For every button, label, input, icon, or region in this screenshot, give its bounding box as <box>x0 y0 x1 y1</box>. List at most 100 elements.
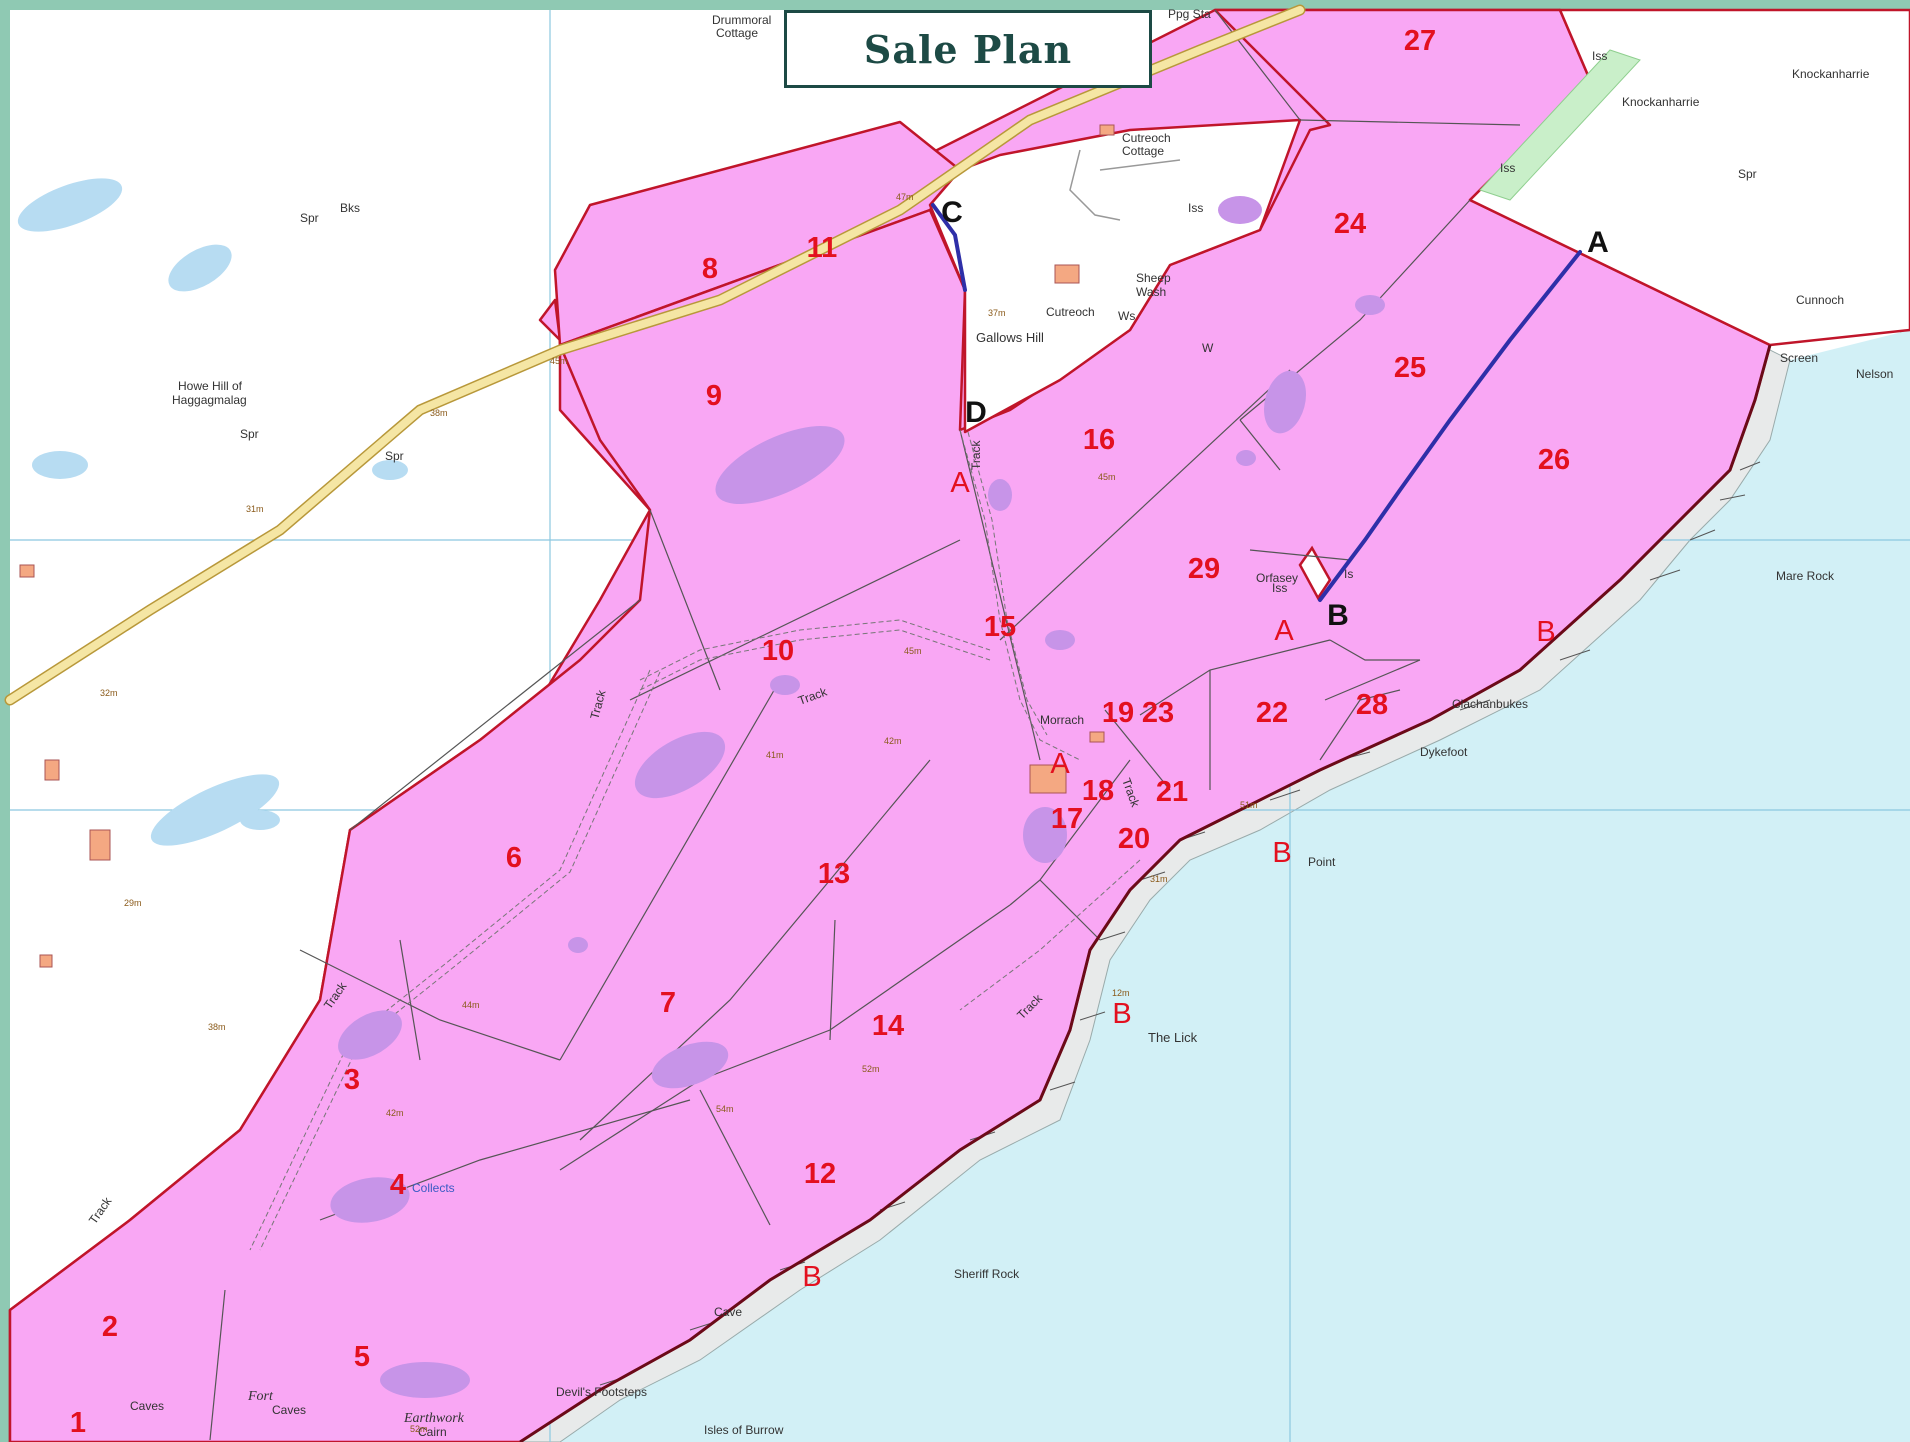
marker-c-black: C <box>941 196 963 229</box>
height-3: 45m <box>550 356 568 366</box>
place-howe-hill-1: Howe Hill of <box>178 379 243 393</box>
height-18: 31m <box>1150 874 1168 884</box>
lot-label-1: 1 <box>70 1407 86 1439</box>
place-caves-2: Caves <box>272 1403 306 1417</box>
height-1: 47m <box>896 192 914 202</box>
field-boundaries <box>209 9 1521 1441</box>
label-iss-3: Iss <box>1592 49 1607 63</box>
label-iss-2: Iss <box>1500 161 1515 175</box>
marker-a-red-3: A <box>1050 748 1070 780</box>
place-dykefoot: Dykefoot <box>1420 745 1468 759</box>
marker-a-black: A <box>1587 226 1609 259</box>
lot-label-26: 26 <box>1538 444 1570 476</box>
height-9: 41m <box>766 750 784 760</box>
lot-label-29: 29 <box>1188 553 1220 585</box>
lot-label-4: 4 <box>390 1169 406 1201</box>
minor-road <box>1069 149 1181 221</box>
lot-label-9: 9 <box>706 380 722 412</box>
small-labels: Spr Spr Spr Spr Bks Iss Iss Iss Iss W Ws… <box>240 49 1757 595</box>
water-bodies <box>17 178 1195 846</box>
lot-label-21: 21 <box>1156 776 1188 808</box>
place-screen: Screen <box>1780 351 1818 365</box>
lot-label-20: 20 <box>1118 823 1150 855</box>
place-cunnoch: Cunnoch <box>1796 293 1844 307</box>
place-drummoral-1: Drummoral <box>712 13 771 27</box>
lot-label-24: 24 <box>1334 208 1366 240</box>
lochans <box>330 196 1385 1398</box>
marker-b-red-4: B <box>802 1261 821 1293</box>
lot-labels: 1 2 3 4 5 6 7 8 9 10 11 12 13 14 15 16 1… <box>70 25 1570 1439</box>
height-11: 29m <box>124 898 142 908</box>
label-iss-1: Iss <box>1188 201 1203 215</box>
place-ppg-sta: Ppg Sta <box>1168 7 1211 21</box>
height-17: 51m <box>1240 800 1258 810</box>
label-spr-3: Spr <box>385 449 404 463</box>
height-4: 38m <box>430 408 448 418</box>
marker-a-red-1: A <box>950 467 970 499</box>
place-knockanharrie-1: Knockanharrie <box>1792 67 1870 81</box>
lot-label-7: 7 <box>660 987 676 1019</box>
lot-label-18: 18 <box>1082 775 1114 807</box>
place-drummoral-2: Cottage <box>716 26 758 40</box>
marker-b-red-1: B <box>1536 616 1555 648</box>
lot-label-16: 16 <box>1083 424 1115 456</box>
lot-label-3: 3 <box>344 1064 360 1096</box>
lot-label-23: 23 <box>1142 697 1174 729</box>
place-sheep-wash-1: Sheep <box>1136 271 1171 285</box>
label-spr-4: Spr <box>1738 167 1757 181</box>
sale-plan-title: Sale Plan <box>863 26 1073 72</box>
lot-label-17: 17 <box>1051 803 1083 835</box>
place-clachanbukes: Clachanbukes <box>1452 697 1528 711</box>
lot-label-11: 11 <box>807 232 838 264</box>
sale-plan-title-box: Sale Plan <box>784 10 1152 88</box>
lot-label-14: 14 <box>872 1010 904 1042</box>
lot-label-5: 5 <box>354 1341 370 1373</box>
height-13: 44m <box>462 1000 480 1010</box>
place-nelson: Nelson <box>1856 367 1893 381</box>
lot-label-12: 12 <box>804 1158 836 1190</box>
place-caves-1: Caves <box>130 1399 164 1413</box>
place-mare-rock: Mare Rock <box>1776 569 1835 583</box>
lot-label-15: 15 <box>984 611 1016 643</box>
track-label-1: Track <box>969 439 983 470</box>
lot-label-25: 25 <box>1394 352 1426 384</box>
buildings <box>19 124 1115 968</box>
place-gallows-hill: Gallows Hill <box>976 330 1044 345</box>
height-16: 52m <box>862 1064 880 1074</box>
coastline <box>519 344 1772 1442</box>
place-cave: Cave <box>714 1305 742 1319</box>
spot-heights: 47m 37m 45m 38m 31m 45m 45m 42m 41m 32m … <box>100 192 1258 1434</box>
height-5: 31m <box>246 504 264 514</box>
place-knockanharrie-2: Knockanharrie <box>1622 95 1700 109</box>
blue-boundaries <box>931 203 1582 602</box>
lot-label-28: 28 <box>1356 689 1388 721</box>
orfasey-croft <box>1298 545 1332 601</box>
height-14: 42m <box>386 1108 404 1118</box>
height-15: 54m <box>716 1104 734 1114</box>
height-8: 42m <box>884 736 902 746</box>
place-fort: Fort <box>247 1389 274 1404</box>
lot-label-27: 27 <box>1404 25 1436 57</box>
marker-b-black: B <box>1327 599 1349 632</box>
green-strip <box>1479 49 1641 201</box>
place-cairn: Cairn <box>418 1425 447 1439</box>
label-spr-2: Spr <box>240 427 259 441</box>
label-ws: Ws <box>1118 309 1135 323</box>
cliff-hatching <box>599 461 1761 1386</box>
label-spr-1: Spr <box>300 211 319 225</box>
marker-b-red-2: B <box>1272 837 1291 869</box>
marker-b-red-3: B <box>1112 998 1131 1030</box>
height-12: 38m <box>208 1022 226 1032</box>
place-isles-of-burrow: Isles of Burrow <box>704 1423 784 1437</box>
place-cutreoch-cottage-1: Cutreoch <box>1122 131 1171 145</box>
sea-area <box>560 330 1910 1442</box>
tracks <box>249 429 1141 1251</box>
place-collects: Collects <box>412 1181 455 1195</box>
place-howe-hill-2: Haggagmalag <box>172 393 247 407</box>
label-iss-4: Iss <box>1272 581 1287 595</box>
height-19: 12m <box>1112 988 1130 998</box>
lot-label-8: 8 <box>702 253 718 285</box>
height-20: 52m <box>410 1424 428 1434</box>
place-earthwork: Earthwork <box>403 1411 465 1426</box>
